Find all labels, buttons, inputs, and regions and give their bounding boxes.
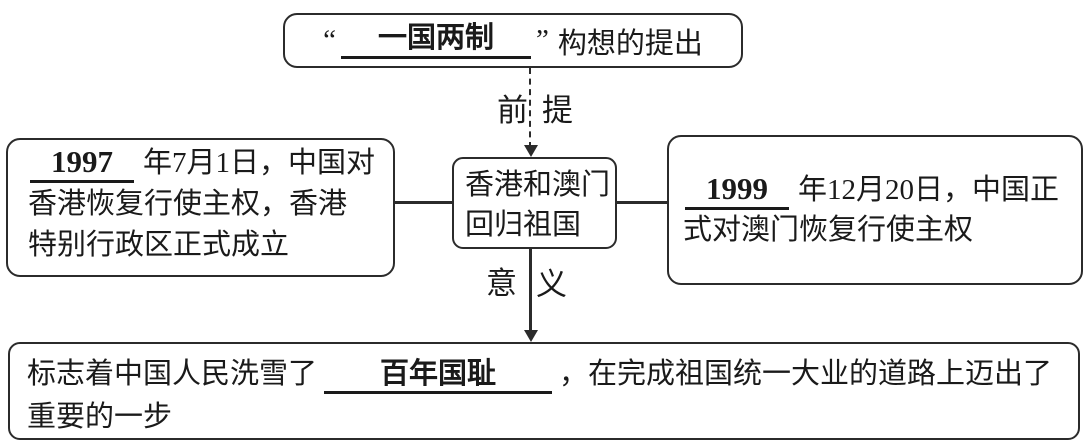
right-box-line1: 1999 年12月20日，中国正 [683, 170, 1075, 210]
left-box-line2: 香港恢复行使主权，香港 [28, 188, 348, 220]
right-box-line1-text: 年12月20日，中国正 [798, 174, 1060, 206]
left-connector-line [393, 201, 452, 204]
significance-label-right: 义 [536, 267, 567, 302]
bottom-box-line1-before: 标志着中国人民洗雪了 [27, 358, 318, 390]
left-box: 1997 年7月1日，中国对 香港恢复行使主权，香港 特别行政区正式成立 [6, 138, 395, 277]
significance-label-left: 意 [486, 266, 517, 301]
top-box-text: 构想的提出 [557, 27, 703, 60]
left-box-line1: 1997 年7月1日，中国对 [28, 143, 387, 184]
bottom-box-line2: 重要的一步 [27, 401, 173, 433]
bottom-box-line1-after: ，在完成祖国统一大业的道路上迈出了 [559, 358, 1053, 390]
blank-one-country-two-systems: 一国两制 [340, 22, 531, 59]
close-quote: ” [535, 24, 549, 56]
center-box-line2: 回归祖国 [465, 209, 582, 241]
premise-arrow-line [529, 68, 531, 148]
left-box-line1-text: 年7月1日，中国对 [143, 147, 376, 179]
premise-label-right: 提 [542, 93, 573, 128]
premise-arrowhead-down-icon [524, 145, 538, 157]
bottom-box-line1: 标志着中国人民洗雪了百年国耻，在完成祖国统一大业的道路上迈出了 [27, 353, 1068, 396]
blank-year-1999: 1999 [685, 171, 789, 210]
blank-year-1997: 1997 [30, 144, 134, 183]
significance-arrowhead-down-icon [524, 330, 538, 342]
center-box: 香港和澳门 回归祖国 [452, 157, 617, 249]
top-box: “ 一国两制 ” 构想的提出 [283, 13, 743, 68]
left-box-line3: 特别行政区正式成立 [28, 229, 290, 261]
right-connector-line [615, 201, 669, 204]
open-quote: “ [323, 24, 336, 56]
right-box: 1999 年12月20日，中国正 式对澳门恢复行使主权 [667, 135, 1083, 285]
bottom-box: 标志着中国人民洗雪了百年国耻，在完成祖国统一大业的道路上迈出了 重要的一步 [8, 342, 1080, 440]
right-box-line2: 式对澳门恢复行使主权 [683, 214, 974, 246]
blank-century-of-humiliation: 百年国耻 [324, 358, 553, 395]
center-box-line1: 香港和澳门 [465, 169, 611, 201]
premise-label-left: 前 [497, 93, 528, 128]
significance-arrow-line [529, 249, 532, 335]
